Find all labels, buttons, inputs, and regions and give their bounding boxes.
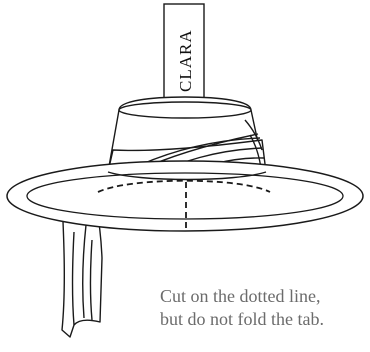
tab-label: CLARA: [176, 29, 195, 92]
caption: Cut on the dotted line, but do not fold …: [160, 285, 370, 331]
caption-line-1: Cut on the dotted line,: [160, 285, 370, 308]
caption-line-2: but do not fold the tab.: [160, 308, 370, 331]
hat-brim: [7, 161, 363, 231]
name-tab: CLARA: [164, 4, 204, 101]
